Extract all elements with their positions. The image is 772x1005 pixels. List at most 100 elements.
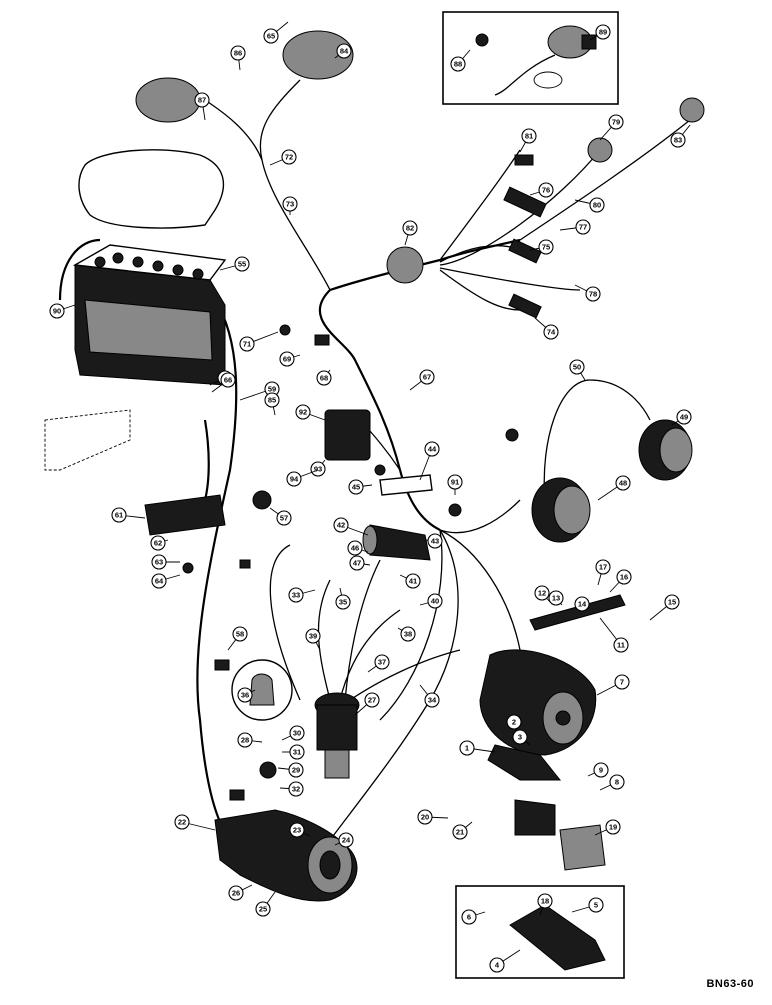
callout-number: 87 (198, 96, 206, 105)
callout-circle (49, 303, 65, 319)
callout-89: 89 (589, 24, 611, 41)
callout-circle (282, 196, 298, 212)
callout-32: 32 (279, 781, 304, 797)
callout-number: 1 (465, 744, 469, 753)
callout-number: 5 (594, 901, 598, 910)
callout-63: 63 (151, 554, 180, 570)
callout-number: 42 (337, 521, 345, 530)
callout-72: 72 (269, 149, 297, 166)
callout-46: 46 (347, 540, 369, 556)
callout-28: 28 (237, 732, 263, 748)
callout-3: 3 (512, 729, 531, 746)
callout-circle (288, 762, 304, 778)
callout-number: 30 (293, 729, 301, 738)
callout-41: 41 (399, 573, 421, 589)
callout-94: 94 (286, 469, 319, 487)
callout-number: 61 (115, 511, 123, 520)
callout-83: 83 (670, 124, 691, 148)
callout-number: 29 (292, 766, 300, 775)
hardware-items (182, 324, 519, 801)
callout-circle (264, 392, 280, 408)
callout-circle (447, 474, 463, 490)
callout-circle (676, 409, 692, 425)
callout-circle (575, 219, 591, 235)
callout-33: 33 (288, 587, 316, 603)
callout-8: 8 (599, 774, 625, 791)
callout-number: 3 (518, 733, 522, 742)
coil-wires (269, 544, 461, 701)
callout-number: 16 (620, 573, 628, 582)
callout-circle (228, 885, 244, 901)
callout-circle (288, 587, 304, 603)
callout-34: 34 (419, 684, 440, 708)
callout-number: 27 (368, 696, 376, 705)
callout-number: 77 (579, 223, 587, 232)
callout-number: 45 (352, 483, 360, 492)
callout-number: 89 (599, 28, 607, 37)
callout-circle (405, 573, 421, 589)
callout-number: 57 (280, 514, 288, 523)
callout-44: 44 (419, 441, 440, 481)
callout-73: 73 (282, 196, 298, 215)
callout-number: 41 (409, 577, 417, 586)
callout-number: 59 (268, 385, 276, 394)
callout-number: 94 (290, 475, 299, 484)
callout-number: 15 (668, 598, 676, 607)
callout-number: 80 (593, 201, 601, 210)
callout-number: 72 (285, 153, 293, 162)
callout-number: 81 (525, 132, 533, 141)
callout-number: 58 (236, 630, 244, 639)
callout-6: 6 (461, 909, 486, 925)
callout-15: 15 (649, 594, 680, 621)
callout-circle (419, 369, 435, 385)
callout-circle (230, 45, 246, 61)
starter-bracket (509, 904, 606, 971)
lamp-left (135, 77, 201, 123)
callout-17: 17 (595, 559, 611, 586)
callout-66: 66 (211, 372, 236, 393)
inset-box-top (442, 11, 619, 105)
callout-number: 4 (495, 961, 500, 970)
callout-circle (417, 809, 433, 825)
battery-box (44, 409, 131, 471)
callout-circle (461, 909, 477, 925)
callout-circle (569, 359, 585, 375)
callout-16: 16 (609, 569, 632, 593)
callout-circle (281, 149, 297, 165)
callout-circle (588, 897, 604, 913)
callout-number: 28 (241, 736, 249, 745)
callout-86: 86 (230, 45, 246, 71)
callout-85: 85 (264, 392, 280, 416)
callout-circle (615, 475, 631, 491)
callout-circle (593, 762, 609, 778)
callout-number: 46 (351, 544, 359, 553)
callout-7: 7 (596, 674, 630, 696)
callout-24: 24 (334, 832, 354, 848)
callout-number: 67 (423, 373, 431, 382)
callout-21: 21 (452, 821, 473, 840)
callout-26: 26 (228, 884, 253, 901)
callout-number: 21 (456, 828, 464, 837)
callout-circle (538, 182, 554, 198)
callout-number: 13 (552, 594, 560, 603)
callout-circle (338, 832, 354, 848)
callout-number: 40 (431, 597, 439, 606)
callout-circle (220, 372, 236, 388)
callout-circle (347, 540, 363, 556)
callout-circle (348, 479, 364, 495)
callout-14: 14 (574, 596, 590, 612)
callout-number: 78 (589, 290, 597, 299)
callout-number: 44 (428, 445, 437, 454)
callout-number: 6 (467, 913, 471, 922)
callout-92: 92 (295, 404, 326, 421)
callout-number: 73 (286, 200, 294, 209)
voltage-regulator (324, 409, 371, 461)
callout-75: 75 (529, 239, 554, 255)
instrument-cluster (386, 97, 705, 319)
callout-number: 18 (541, 897, 549, 906)
callout-circle (534, 585, 550, 601)
wiring-harness (204, 79, 691, 841)
callout-30: 30 (281, 725, 305, 741)
callout-circle (512, 729, 528, 745)
